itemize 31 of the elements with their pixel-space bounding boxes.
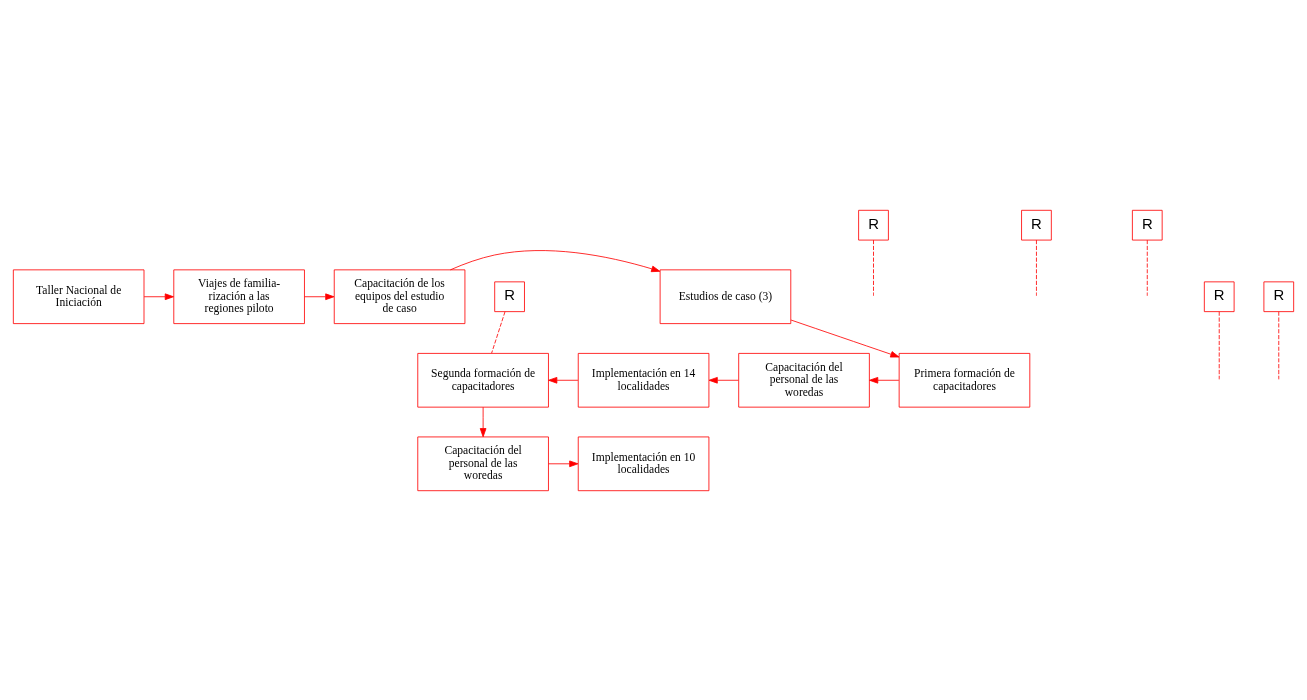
node-box: R (1131, 209, 1163, 240)
arrow (790, 319, 900, 357)
node-box: R (1263, 280, 1295, 312)
node-box: Implementación en 10 localidades (577, 436, 710, 491)
node-box: Taller Nacional de Iniciación (12, 268, 145, 324)
arrow (708, 376, 739, 384)
node-box: Capacitación del personal de las woredas (417, 436, 549, 491)
arrow (869, 376, 900, 384)
node-box: R (494, 280, 525, 312)
connector (1218, 310, 1220, 380)
node-box: R (858, 209, 889, 240)
connector (1036, 239, 1037, 296)
arrow (548, 460, 579, 467)
arrow (449, 249, 661, 272)
connector (1278, 310, 1280, 380)
arrow (304, 292, 335, 300)
connector (491, 310, 506, 354)
node-box: Capacitación del personal de las woredas (738, 352, 870, 408)
arrow (548, 376, 579, 384)
node-box: Primera formación de capacitadores (898, 352, 1031, 408)
connector (1146, 239, 1148, 296)
connector (873, 239, 874, 296)
node-box: R (1021, 209, 1052, 240)
arrow (143, 292, 174, 300)
node-box: Estudios de caso (3) (659, 268, 792, 324)
node-box: Implementación en 14 localidades (577, 352, 710, 408)
node-box: R (1203, 280, 1235, 312)
node-box: Viajes de familia- rización a las regiones piloto (173, 268, 305, 324)
arrow (479, 406, 487, 437)
node-box: Capacitación de los equipos del estudio de caso (333, 268, 466, 324)
node-box: Segunda formación de capacitadores (417, 352, 549, 408)
